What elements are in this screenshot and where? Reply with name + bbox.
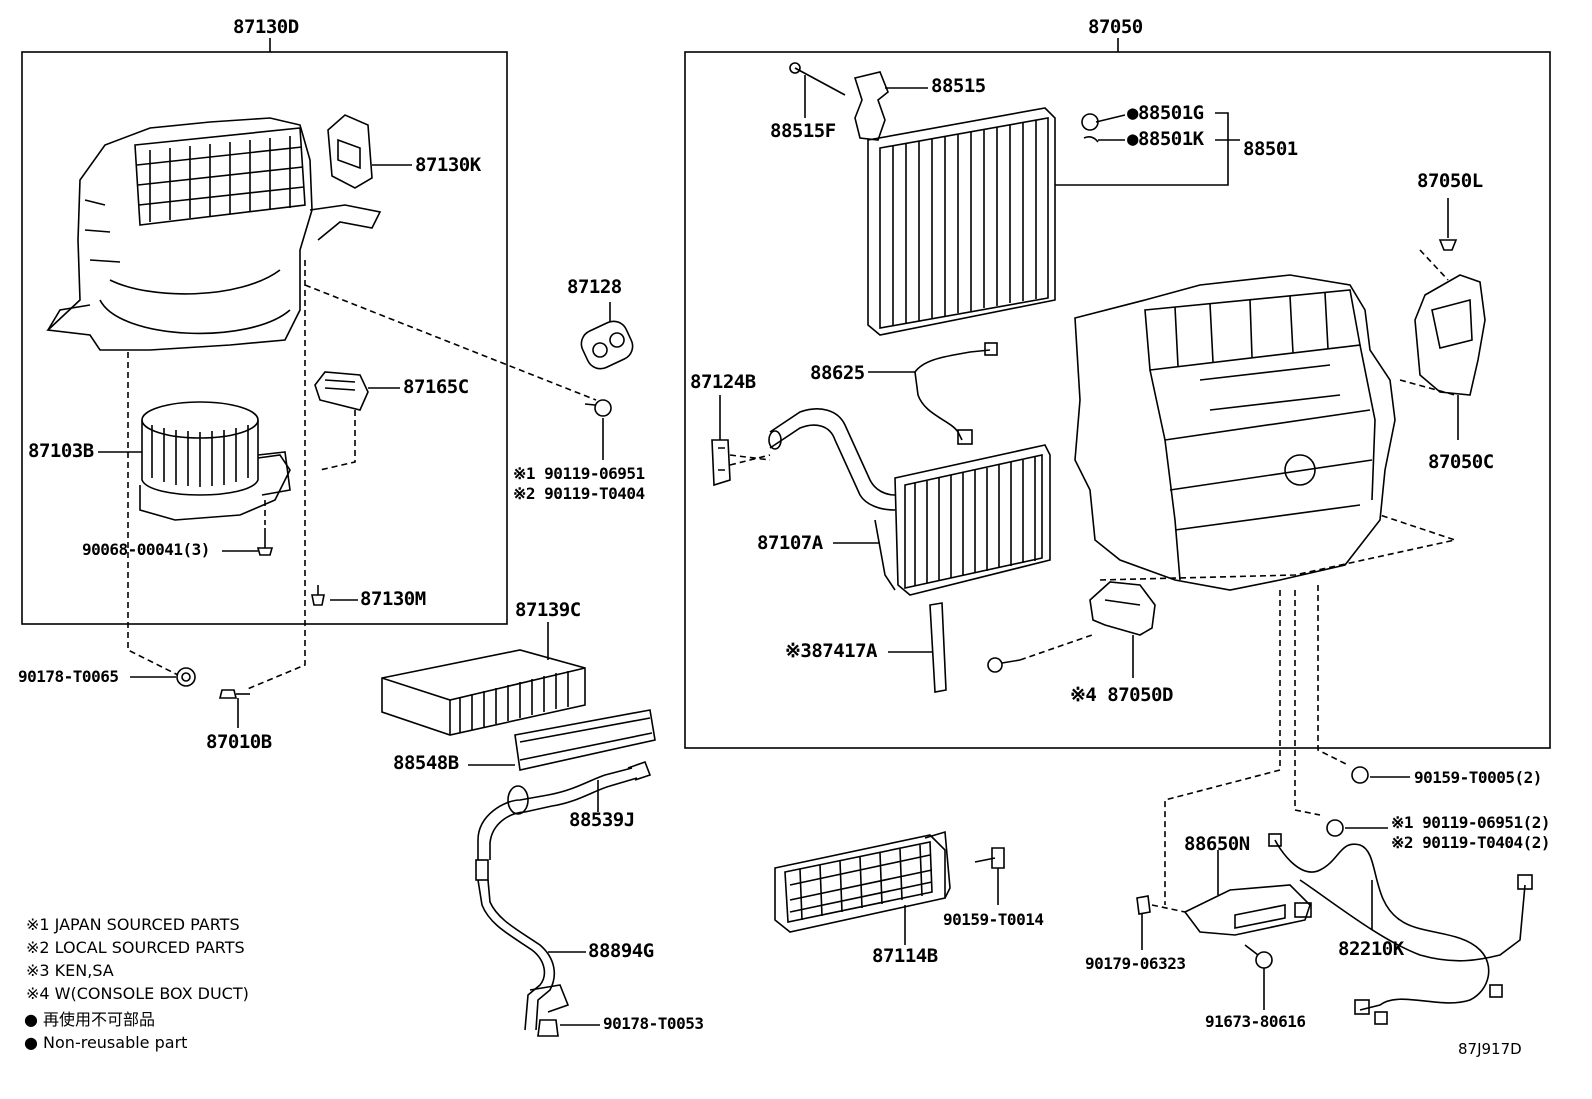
blower-motor-87103B [139,401,291,521]
figure-id: 87J917D [1458,1040,1522,1058]
amplifier-88650N [1183,884,1312,936]
label-90178-T0053: 90178-T0053 [603,1014,704,1033]
resistor-87165C [314,371,369,411]
screw-90159-T0014 [974,847,1005,869]
label-88548B: 88548B [393,752,459,774]
label-87050L: 87050L [1417,170,1483,192]
label-90119-T0404: ※2 90119-T0404 [513,484,645,503]
note-japan-sourced: ※1 JAPAN SOURCED PARTS [26,915,240,934]
wire-harness-82210K [1268,833,1533,1025]
label-88625: 88625 [810,362,865,384]
label-87165C: 87165C [403,376,469,398]
seal-87128 [580,320,634,370]
label-87050D: ※4 87050D [1070,684,1173,706]
filter-cover-88548B [514,709,656,771]
heater-unit-case [1074,274,1396,591]
clip-90179-06323 [1136,895,1151,915]
clip-90119-06951-2 [1326,819,1344,837]
heater-core-87107A [768,408,1051,596]
blower-assembly-frame [21,51,508,625]
label-88501G: ●88501G [1127,102,1204,124]
label-90119-06951: ※1 90119-06951 [513,464,645,483]
screw-90068 [256,528,274,556]
air-filter-87139C [381,649,586,736]
thermistor-88625 [914,342,998,445]
label-91673-80616: 91673-80616 [1205,1012,1306,1031]
label-82210K: 82210K [1338,938,1404,960]
label-90159-T0005: 90159-T0005(2) [1414,768,1542,787]
servo-motor-87050C [1414,274,1486,396]
label-87139C: 87139C [515,599,581,621]
seal-87417A [929,602,947,693]
evaporator-88501 [867,107,1056,336]
bolt-88515F [789,62,846,96]
clip-90178-T0053 [537,1019,559,1037]
label-90119-T0404-2: ※2 90119-T0404(2) [1391,833,1551,852]
screw-87050D [987,657,1021,673]
screw-90119 [584,399,612,417]
label-87050: 87050 [1088,16,1143,38]
label-87130M: 87130M [360,588,426,610]
screw-87050L [1438,198,1458,251]
note-local-sourced: ※2 LOCAL SOURCED PARTS [26,938,245,957]
drain-hose-88539J [477,760,652,860]
note-non-reusable-jp: ● 再使用不可部品 [24,1010,156,1029]
clip-90159-T0005 [1351,766,1369,784]
label-90159-T0014: 90159-T0014 [943,910,1044,929]
drain-hose-88894G [475,859,570,1031]
expansion-valve-88515 [853,71,889,141]
label-90178-T0065: 90178-T0065 [18,667,119,686]
label-88515: 88515 [931,75,986,97]
label-87417A: ※387417A [785,640,878,662]
label-88894G: 88894G [588,940,654,962]
label-87107A: 87107A [757,532,823,554]
label-87130K: 87130K [415,154,481,176]
label-88501: 88501 [1243,138,1298,160]
label-88515F: 88515F [770,120,836,142]
label-87103B: 87103B [28,440,94,462]
screw-91673 [1244,944,1273,969]
label-88650N: 88650N [1184,833,1250,855]
label-87124B: 87124B [690,371,756,393]
clip-90178-T0065 [176,667,196,687]
ptc-heater-87114B [774,830,951,933]
label-87050C: 87050C [1428,451,1494,473]
label-87130D: 87130D [233,16,299,38]
label-88501K: ●88501K [1127,128,1204,150]
servo-motor-87130K [327,114,373,189]
screw-87130M [311,585,325,606]
label-90119-06951-2: ※1 90119-06951(2) [1391,813,1551,832]
label-87128: 87128 [567,276,622,298]
note-ken-sa: ※3 KEN,SA [26,961,114,980]
label-87114B: 87114B [872,945,938,967]
label-88539J: 88539J [569,809,635,831]
blower-housing [46,117,382,351]
note-console-box-duct: ※4 W(CONSOLE BOX DUCT) [26,984,249,1003]
bolt-87010B [218,689,250,699]
duct-87050D [1089,581,1156,636]
note-non-reusable-en: ● Non-reusable part [24,1033,188,1052]
label-87010B: 87010B [206,731,272,753]
label-90179-06323: 90179-06323 [1085,954,1186,973]
clip-87124B [711,439,731,487]
label-90068: 90068-00041(3) [82,540,210,559]
